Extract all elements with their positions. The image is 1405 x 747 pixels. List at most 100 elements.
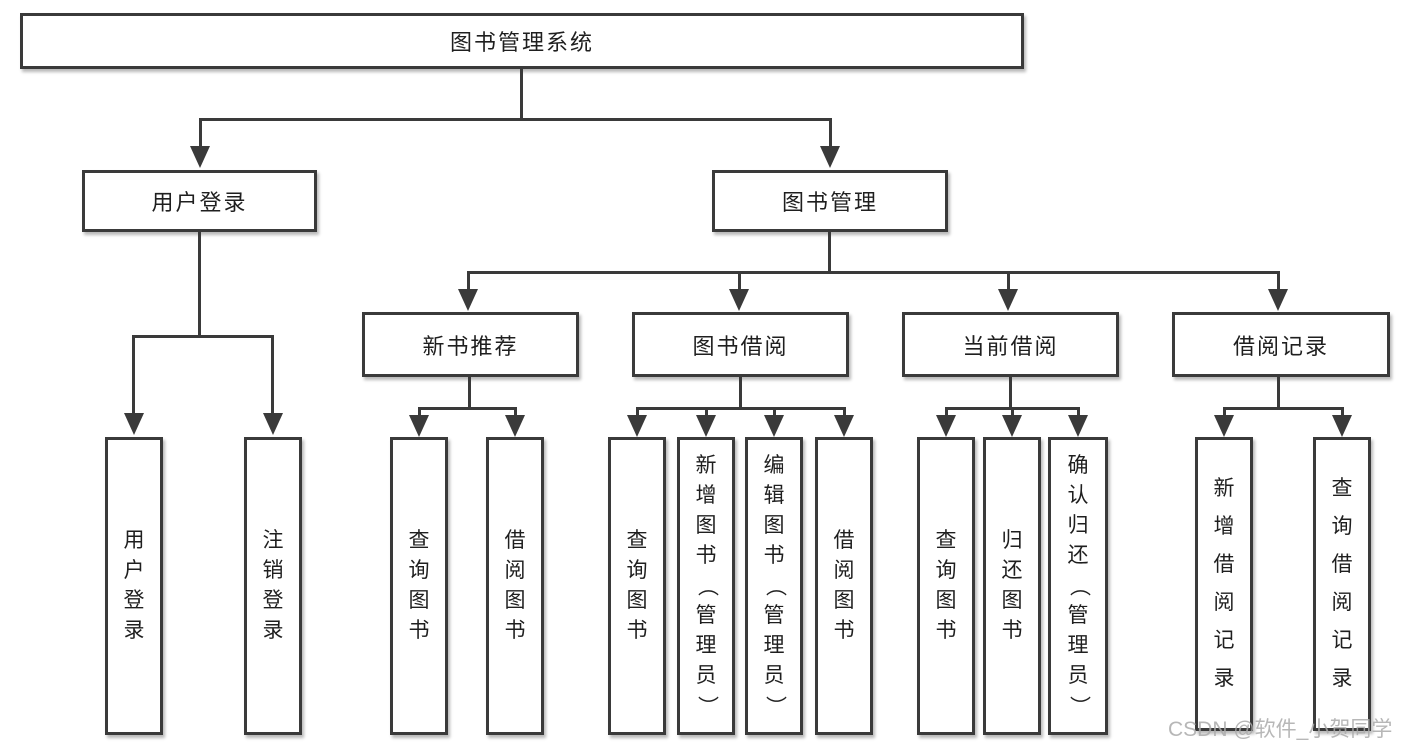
connector-line xyxy=(636,407,639,419)
vertical-char: 借 xyxy=(1213,553,1235,576)
connector-line xyxy=(773,407,776,419)
node-new-book-rec-label: 新书推荐 xyxy=(422,333,519,359)
leaf-nb-query-books: 查询图书 xyxy=(390,437,448,735)
vertical-char: 询 xyxy=(1331,515,1353,538)
leaf-br-query-record-label: 查询借阅记录 xyxy=(1332,470,1353,698)
vertical-char: （ xyxy=(763,575,786,597)
node-current-borrow: 当前借阅 xyxy=(902,312,1119,377)
arrowhead-icon xyxy=(820,146,840,168)
leaf-bb-borrow-books-label: 借阅图书 xyxy=(834,526,855,646)
leaf-bb-query-books-label: 查询图书 xyxy=(627,526,648,646)
vertical-char: 书 xyxy=(626,619,648,642)
connector-line xyxy=(1223,407,1226,419)
vertical-char: 借 xyxy=(833,529,855,552)
leaf-cb-return-books: 归还图书 xyxy=(983,437,1041,735)
vertical-char: 书 xyxy=(1001,619,1023,642)
arrowhead-icon xyxy=(764,415,784,437)
vertical-char: 书 xyxy=(935,619,957,642)
connector-line xyxy=(1341,407,1344,419)
leaf-cb-query-books-label: 查询图书 xyxy=(936,526,957,646)
arrowhead-icon xyxy=(1068,415,1088,437)
vertical-char: （ xyxy=(1067,575,1090,597)
node-root: 图书管理系统 xyxy=(20,13,1024,69)
connector-line xyxy=(467,271,470,291)
vertical-char: （ xyxy=(695,575,718,597)
vertical-char: 新 xyxy=(1213,477,1235,500)
vertical-char: 管 xyxy=(695,604,717,627)
connector-line xyxy=(514,407,517,419)
vertical-char: 归 xyxy=(1067,514,1089,537)
node-user-login: 用户登录 xyxy=(82,170,317,232)
vertical-char: 增 xyxy=(695,484,717,507)
connector-line xyxy=(271,335,274,415)
arrowhead-icon xyxy=(190,146,210,168)
vertical-char: 注 xyxy=(262,529,284,552)
vertical-char: 图 xyxy=(1001,589,1023,612)
connector-line xyxy=(1011,407,1014,419)
vertical-char: 记 xyxy=(1331,629,1353,652)
arrowhead-icon xyxy=(936,415,956,437)
arrowhead-icon xyxy=(998,289,1018,311)
vertical-char: 图 xyxy=(504,589,526,612)
vertical-char: 查 xyxy=(1331,477,1353,500)
leaf-br-add-record: 新增借阅记录 xyxy=(1195,437,1253,731)
arrowhead-icon xyxy=(1268,289,1288,311)
vertical-char: 记 xyxy=(1213,629,1235,652)
leaf-logout-label: 注销登录 xyxy=(263,526,284,646)
connector-line xyxy=(828,232,831,273)
vertical-char: ） xyxy=(695,695,718,717)
arrowhead-icon xyxy=(729,289,749,311)
arrowhead-icon xyxy=(505,415,525,437)
node-borrow-records-label: 借阅记录 xyxy=(1232,333,1329,359)
leaf-cb-query-books: 查询图书 xyxy=(917,437,975,735)
vertical-char: ） xyxy=(763,695,786,717)
connector-line xyxy=(1277,377,1280,409)
connector-line xyxy=(520,69,523,118)
vertical-char: 阅 xyxy=(1331,591,1353,614)
leaf-bb-borrow-books: 借阅图书 xyxy=(815,437,873,735)
node-book-mgmt: 图书管理 xyxy=(712,170,948,232)
vertical-char: 查 xyxy=(626,529,648,552)
csdn-watermark: CSDN @软件_小贺同学 xyxy=(1168,718,1393,741)
node-user-login-label: 用户登录 xyxy=(151,190,248,215)
vertical-char: 借 xyxy=(504,529,526,552)
connector-line xyxy=(199,118,202,150)
vertical-char: 归 xyxy=(1001,529,1023,552)
vertical-char: 图 xyxy=(763,514,785,537)
vertical-char: 员 xyxy=(1067,664,1089,687)
vertical-char: 还 xyxy=(1067,544,1089,567)
node-book-borrow-label: 图书借阅 xyxy=(692,333,789,359)
connector-line xyxy=(132,335,135,415)
node-current-borrow-label: 当前借阅 xyxy=(962,333,1059,359)
arrowhead-icon xyxy=(834,415,854,437)
vertical-char: 图 xyxy=(408,589,430,612)
node-book-borrow: 图书借阅 xyxy=(632,312,849,377)
vertical-char: 用 xyxy=(123,529,145,552)
node-root-label: 图书管理系统 xyxy=(449,30,594,55)
leaf-bb-query-books: 查询图书 xyxy=(608,437,666,735)
connector-line xyxy=(1277,271,1280,291)
vertical-char: 还 xyxy=(1001,559,1023,582)
connector-line xyxy=(418,407,421,419)
connector-line xyxy=(418,407,516,410)
vertical-char: 书 xyxy=(504,619,526,642)
leaf-br-add-record-label: 新增借阅记录 xyxy=(1214,470,1235,698)
connector-line xyxy=(843,407,846,419)
vertical-char: 编 xyxy=(763,454,785,477)
vertical-char: 录 xyxy=(1331,667,1353,690)
leaf-user-login: 用户登录 xyxy=(105,437,163,735)
vertical-char: 书 xyxy=(695,544,717,567)
leaf-br-query-record: 查询借阅记录 xyxy=(1313,437,1371,731)
connector-line xyxy=(1077,407,1080,419)
connector-line xyxy=(945,407,948,419)
leaf-bb-add-books-admin: 新增图书（管理员） xyxy=(677,437,735,735)
vertical-char: 新 xyxy=(695,454,717,477)
vertical-char: 认 xyxy=(1067,484,1089,507)
vertical-char: 查 xyxy=(408,529,430,552)
leaf-nb-borrow-books-label: 借阅图书 xyxy=(505,526,526,646)
leaf-logout: 注销登录 xyxy=(244,437,302,735)
connector-line xyxy=(1223,407,1344,410)
node-new-book-rec: 新书推荐 xyxy=(362,312,579,377)
leaf-nb-borrow-books: 借阅图书 xyxy=(486,437,544,735)
vertical-char: 图 xyxy=(626,589,648,612)
